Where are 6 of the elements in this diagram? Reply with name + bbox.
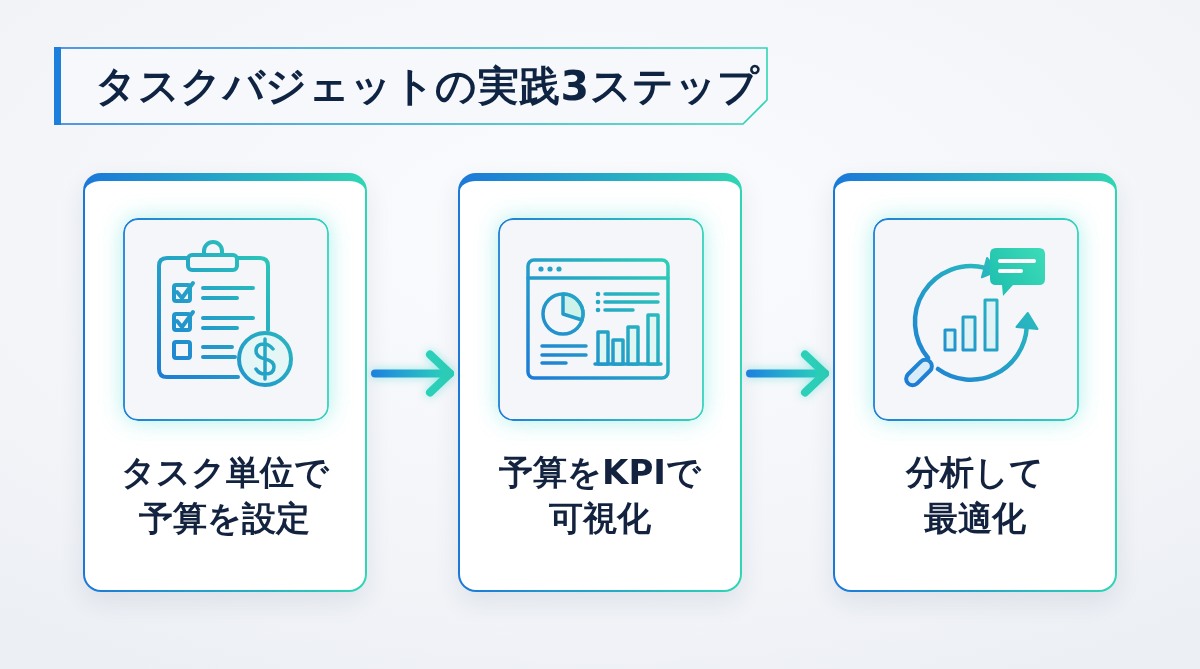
arrow xyxy=(746,350,829,397)
step-label: 分析して最適化 xyxy=(904,451,1045,540)
title-banner: タスクバジェットの実践3ステップ xyxy=(54,47,768,125)
step-label: 予算をKPIで可視化 xyxy=(498,451,702,540)
step-label: タスク単位で予算を設定 xyxy=(120,451,330,540)
arrow xyxy=(371,350,454,397)
